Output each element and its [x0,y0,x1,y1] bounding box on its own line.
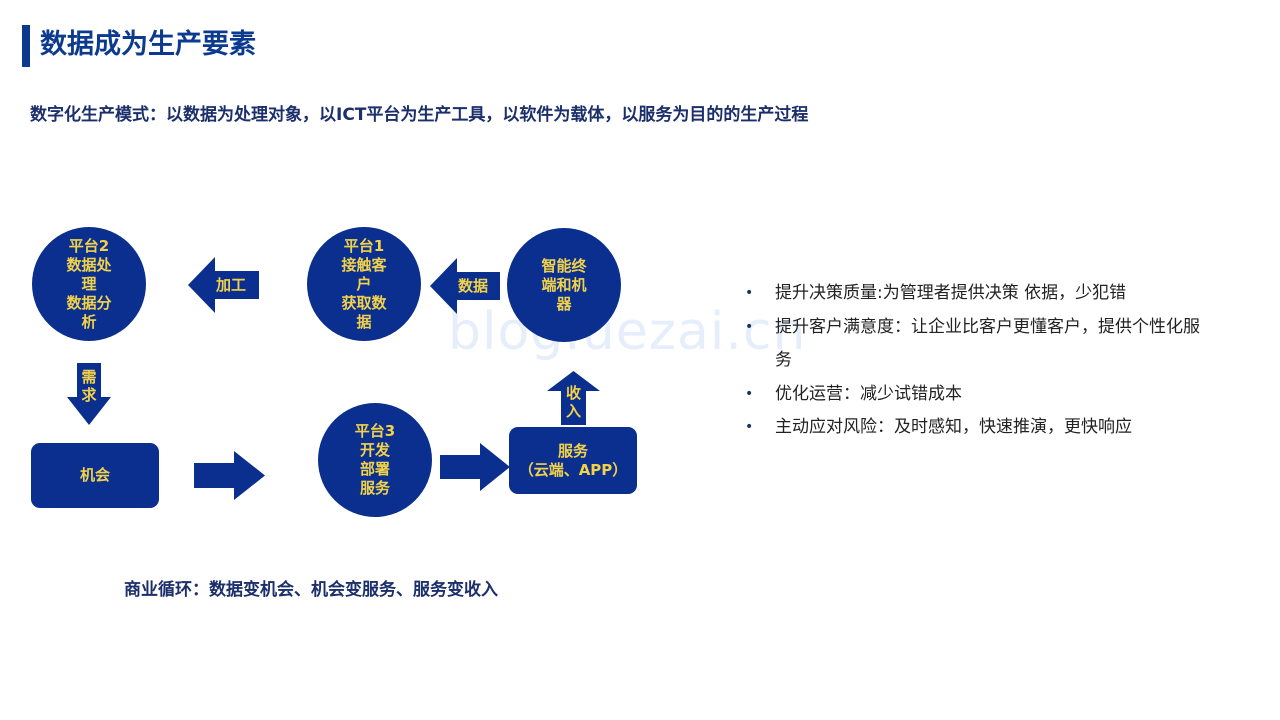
node-service: 服务 （云端、APP） [509,427,637,494]
node-service-label: 服务 （云端、APP） [518,441,628,479]
node-smart-terminal-label: 智能终 端和机 器 [541,256,587,313]
business-cycle-caption: 商业循环：数据变机会、机会变服务、服务变收入 [124,580,498,600]
node-platform1: 平台1 接触客 户 获取数 据 [307,227,421,341]
title-accent-bar [22,25,30,67]
node-opportunity-label: 机会 [79,466,110,484]
benefit-list: 提升决策质量:为管理者提供决策 依据，少犯错 提升客户满意度：让企业比客户更懂客… [745,277,1215,445]
page-title: 数据成为生产要素 [40,29,256,60]
page-subtitle: 数字化生产模式：以数据为处理对象，以ICT平台为生产工具，以软件为载体，以服务为… [30,105,809,125]
benefit-item: 提升决策质量:为管理者提供决策 依据，少犯错 [745,277,1215,311]
arrow-process: 加工 [188,257,259,313]
benefit-item: 优化运营：减少试错成本 [745,378,1215,412]
node-smart-terminal: 智能终 端和机 器 [507,228,621,342]
node-platform1-label: 平台1 接触客 户 获取数 据 [341,236,387,331]
node-platform3: 平台3 开发 部署 服务 [318,403,432,517]
benefit-item: 提升客户满意度：让企业比客户更懂客户，提供个性化服务 [745,311,1215,378]
node-platform2-label: 平台2 数据处 理 数据分 析 [66,236,112,331]
arrow-income: 收 入 [547,371,600,425]
arrow-platform3-to-service [440,443,510,491]
arrow-demand: 需 求 [67,363,111,425]
arrow-process-label: 加工 [215,276,246,294]
arrow-data: 数据 [430,258,500,314]
node-platform3-label: 平台3 开发 部署 服务 [354,422,396,497]
node-platform2: 平台2 数据处 理 数据分 析 [32,227,146,341]
benefit-item: 主动应对风险：及时感知，快速推演，更快响应 [745,411,1215,445]
arrow-income-label: 收 入 [565,384,581,420]
arrow-demand-label: 需 求 [81,368,97,404]
arrow-opportunity-to-platform3 [194,451,265,500]
arrow-data-label: 数据 [457,277,488,295]
node-opportunity: 机会 [31,443,159,508]
